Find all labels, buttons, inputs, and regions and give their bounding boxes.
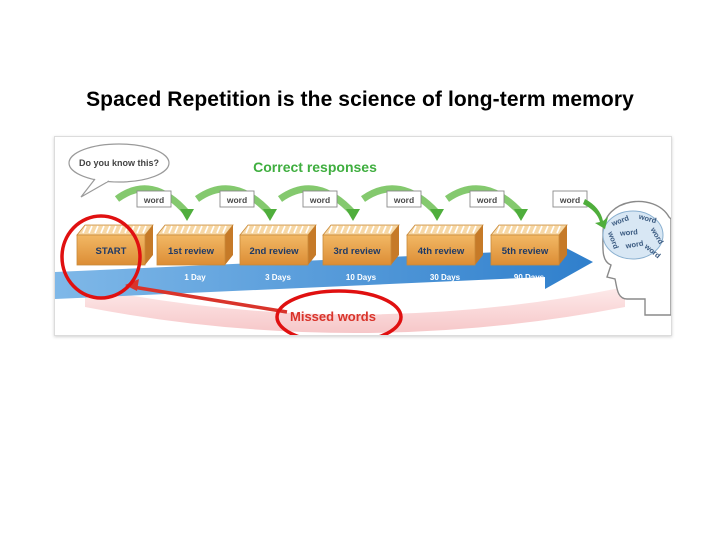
correct-arc-head [430,209,444,221]
review-boxes: START 1st review 2nd review 3rd review 4th r… [76,224,568,266]
svg-text:word: word [309,195,330,205]
correct-arc [114,185,190,216]
svg-text:word: word [393,195,414,205]
head-word: word [618,227,638,238]
interval-label: 90 Days [514,273,545,282]
word-cards: word word word word word word [136,190,588,208]
review-box: 2nd review [239,224,317,266]
missed-return-arrow [132,285,288,314]
svg-text:word: word [226,195,247,205]
interval-label: 3 Days [265,273,291,282]
correct-arc-head [346,209,360,221]
svg-text:word: word [143,195,164,205]
svg-text:word: word [559,195,580,205]
word-card: word [219,190,255,208]
word-card: word [302,190,338,208]
correct-arcs [114,185,528,221]
missed-return-band [85,287,625,333]
word-card: word [552,190,588,208]
correct-arc [360,185,440,216]
review-box-label: START [96,246,127,257]
review-box: 5th review [490,224,568,266]
correct-arc-head [263,209,277,221]
interval-label: 10 Days [346,273,377,282]
missed-words-label: Missed words [290,309,376,324]
interval-label: 30 Days [430,273,461,282]
svg-text:word: word [476,195,497,205]
missed-words-highlight-circle [275,289,403,335]
interval-label: 1 Day [184,273,206,282]
word-card: word [386,190,422,208]
review-box: 3rd review [322,224,400,266]
review-box: 1st review [156,224,234,266]
question-text: Do you know this? [79,158,159,168]
word-card: word [469,190,505,208]
interval-labels: 1 Day 3 Days 10 Days 30 Days 90 Days [184,273,544,282]
review-box-label: 1st review [168,246,215,257]
timeline-arrow [55,237,593,299]
review-box-label: 3rd review [334,246,382,257]
correct-arc [444,185,524,216]
correct-arc [277,185,356,216]
correct-responses-heading: Correct responses [253,159,377,175]
word-card: word [136,190,172,208]
review-box-label: 5th review [502,246,549,257]
correct-arc-head [180,209,194,221]
correct-arc [194,185,273,216]
review-box-label: 4th review [418,246,465,257]
review-box-label: 2nd review [249,246,299,257]
question-bubble: Do you know this? [68,143,170,198]
into-head-arrow [583,199,608,229]
start-highlight-circle [60,214,142,300]
head-word: word [624,238,645,250]
review-box: 4th review [406,224,484,266]
correct-arc-head [514,209,528,221]
review-box: START [76,224,154,266]
slide-title: Spaced Repetition is the science of long… [86,88,634,111]
